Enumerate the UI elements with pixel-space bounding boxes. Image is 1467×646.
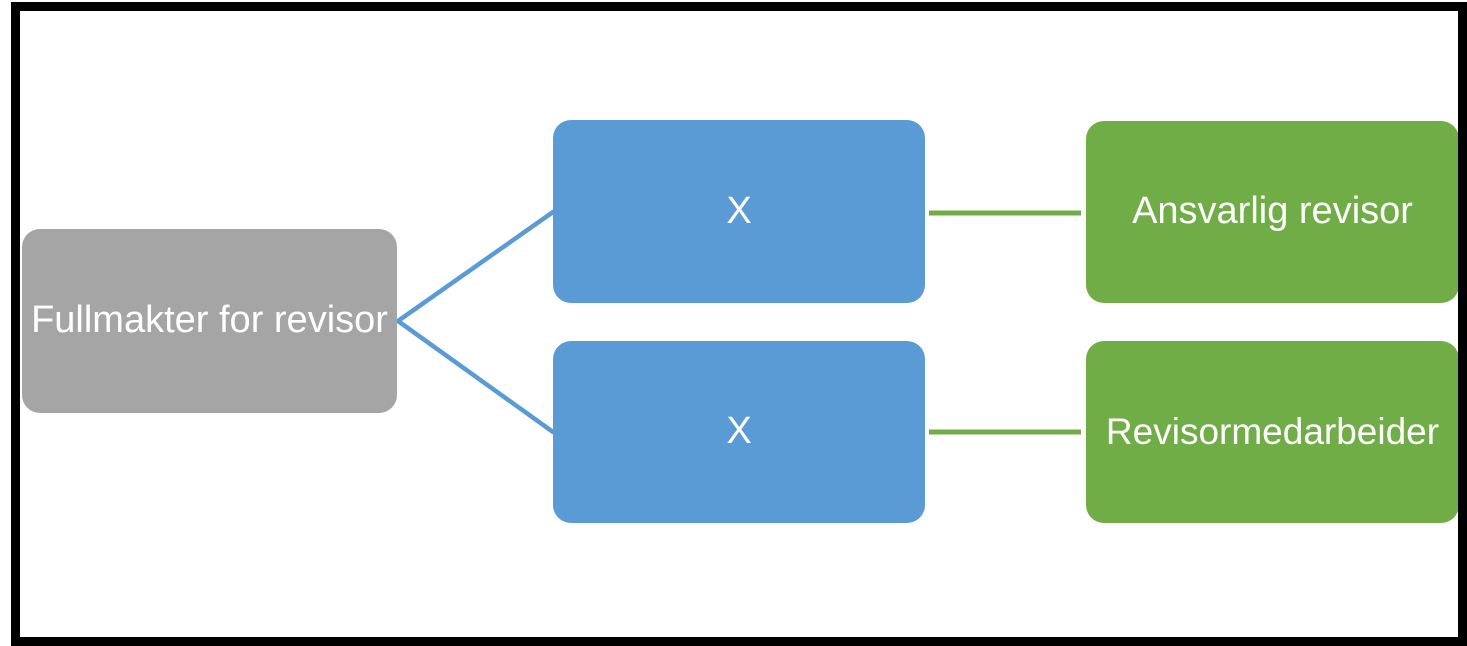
middle-node-bottom: X <box>553 341 925 523</box>
right-node-bottom-label: Revisormedarbeider <box>1105 410 1440 452</box>
fork-line-bottom <box>395 318 556 435</box>
middle-node-top: X <box>553 120 925 303</box>
right-node-ansvarlig-revisor: Ansvarlig revisor <box>1086 121 1459 303</box>
right-node-revisormedarbeider: Revisormedarbeider <box>1086 341 1459 523</box>
middle-node-top-label: X <box>726 189 752 232</box>
root-node-fullmakter-for-revisor: Fullmakter for revisor <box>22 229 397 413</box>
fork-line-top <box>395 209 556 324</box>
root-node-label: Fullmakter for revisor <box>31 299 388 342</box>
right-node-top-label: Ansvarlig revisor <box>1132 190 1413 233</box>
middle-node-bottom-label: X <box>726 410 752 453</box>
